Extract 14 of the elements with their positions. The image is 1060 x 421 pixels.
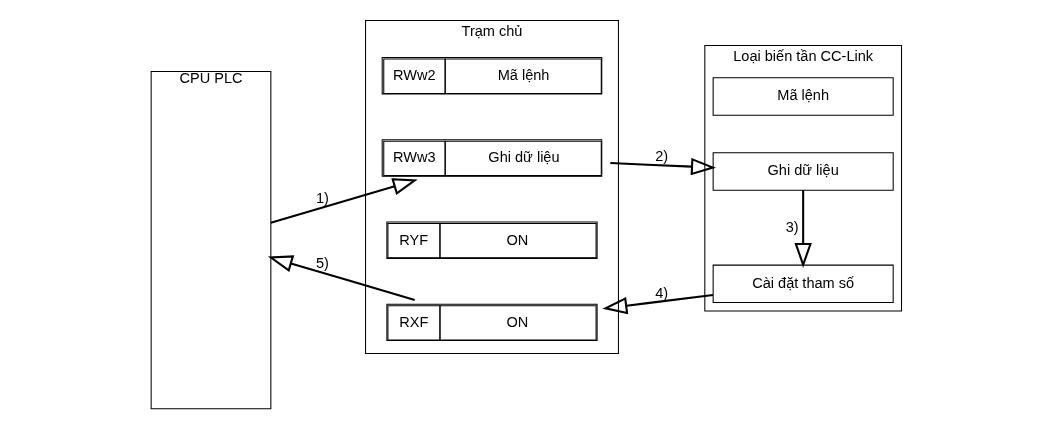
- arrow: [609, 157, 716, 176]
- edge-label: 1): [315, 189, 329, 206]
- arrow: [270, 178, 418, 224]
- node-box: CPU PLC: [150, 71, 271, 410]
- node-box: Cài đặt tham số: [712, 264, 894, 304]
- node-box: Mã lệnh: [712, 77, 894, 116]
- edge-label: 4): [654, 284, 668, 301]
- arrow: [267, 255, 415, 301]
- edge-label: 3): [785, 218, 799, 235]
- edge-label: 5): [315, 255, 329, 272]
- node-box: Ghi dữ liệu: [712, 152, 894, 191]
- edge-label: 2): [654, 148, 668, 165]
- arrow: [793, 190, 812, 268]
- arrow: [601, 293, 713, 315]
